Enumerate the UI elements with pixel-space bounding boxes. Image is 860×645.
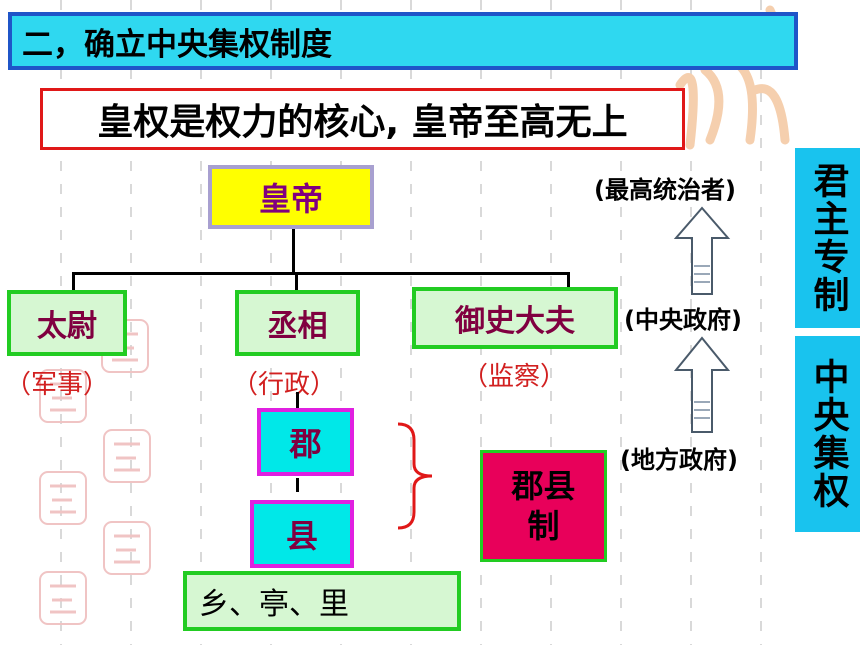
seal-decoration-icon (39, 369, 87, 423)
seal-decoration-icon (103, 521, 151, 575)
system-label-line2: 制 (527, 507, 560, 545)
guide-line (200, 0, 202, 645)
tab-monarchical-autocracy: 君主专制 (795, 148, 860, 328)
commandery-county-system-box: 郡县 制 (480, 450, 607, 562)
hierarchy-label-middle: (中央政府) (624, 306, 742, 334)
minister-role-chengxiang: （行政） (232, 370, 337, 400)
guide-line (760, 0, 762, 645)
guide-line (690, 0, 692, 645)
county-box: 县 (250, 500, 354, 568)
connector-line (296, 392, 299, 408)
minister-box-chengxiang: 丞相 (235, 290, 360, 356)
hierarchy-label-top: (最高统治者) (594, 176, 736, 204)
minister-box-taiwei: 太尉 (7, 290, 127, 356)
connector-line (567, 272, 570, 290)
minister-box-yushidafu: 御史大夫 (412, 287, 618, 349)
brace-icon (397, 422, 433, 530)
headline-box: 皇权是权力的核心, 皇帝至高无上 (40, 88, 685, 150)
seal-decoration-icon (39, 471, 87, 525)
up-arrow-icon (673, 336, 731, 433)
emperor-box: 皇帝 (208, 165, 374, 229)
guide-line (130, 0, 132, 645)
connector-line (292, 229, 295, 273)
seal-decoration-icon (39, 571, 87, 625)
hierarchy-label-bottom: (地方政府) (620, 446, 738, 474)
guide-line (620, 0, 622, 645)
system-label-line1: 郡县 (511, 467, 576, 505)
page-title: 二，确立中央集权制度 (8, 12, 798, 70)
village-box: 乡、亭、里 (183, 571, 461, 631)
commandery-box: 郡 (257, 408, 354, 476)
guide-line (410, 0, 412, 645)
minister-role-yushidafu: （监察） (462, 362, 567, 392)
up-arrow-icon (673, 206, 731, 295)
connector-line (72, 272, 75, 290)
connector-line (296, 478, 299, 492)
connector-line (72, 272, 570, 275)
tab-centralization: 中央集权 (795, 336, 860, 532)
seal-decoration-icon (103, 429, 151, 483)
connector-line (295, 272, 298, 290)
minister-role-taiwei: （军事） (5, 370, 110, 400)
